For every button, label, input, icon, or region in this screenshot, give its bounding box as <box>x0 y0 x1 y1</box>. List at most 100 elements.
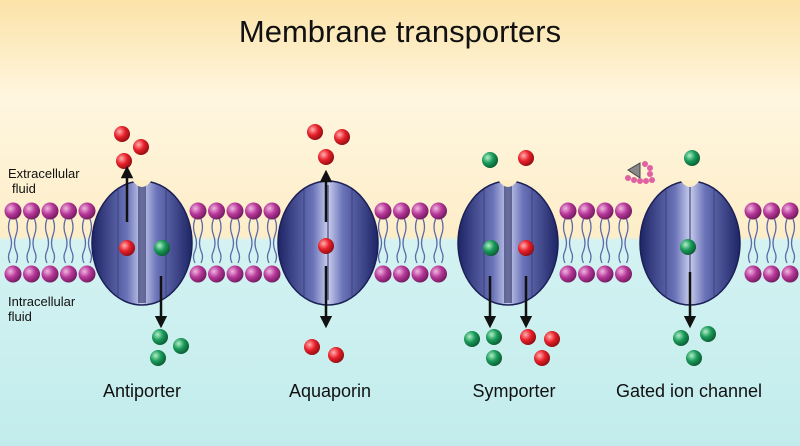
lipid-head <box>596 202 614 220</box>
lipid-tail <box>747 218 753 264</box>
symporter-protein <box>457 180 559 306</box>
green-molecule <box>680 239 696 255</box>
lipid-tail <box>32 218 37 264</box>
lipid-tail <box>562 218 568 264</box>
lipid-tail <box>772 218 777 264</box>
lipid-tail <box>198 218 204 264</box>
lipid-head <box>430 202 447 220</box>
green-molecule <box>150 350 166 366</box>
lipid-head <box>578 202 595 220</box>
signal-ligand-icon <box>625 161 655 184</box>
lipid-head <box>615 202 632 220</box>
lipid-head <box>374 202 392 220</box>
lipid-tail <box>192 218 198 264</box>
lipid-tail <box>377 218 383 264</box>
protein-channel <box>504 183 512 303</box>
green-molecule <box>483 240 499 256</box>
lipid-head <box>41 202 59 220</box>
lipid-head <box>393 265 410 283</box>
green-molecule <box>684 150 700 166</box>
protein-notch <box>680 180 700 187</box>
intracellular-label-line2: fluid <box>8 309 32 324</box>
lipid-head <box>781 202 799 220</box>
green-molecule <box>673 330 689 346</box>
lipid-tail <box>7 218 13 264</box>
green-molecule <box>686 350 702 366</box>
lipid-head <box>189 202 207 220</box>
protein-channel <box>138 183 146 303</box>
lipid-head <box>763 202 780 220</box>
red-molecule <box>304 339 320 355</box>
green-molecule <box>486 350 502 366</box>
diagram-title: Membrane transporters <box>238 14 562 49</box>
lipid-tail <box>420 218 426 264</box>
lipid-head <box>208 202 225 220</box>
red-molecule <box>544 331 560 347</box>
lipid-head <box>393 202 410 220</box>
lipid-head <box>23 265 40 283</box>
red-molecule <box>133 139 149 155</box>
lipid-head <box>245 265 262 283</box>
lipid-head <box>781 265 799 283</box>
red-molecule <box>534 350 550 366</box>
lipid-tail <box>13 218 19 264</box>
lipid-tail <box>439 218 444 264</box>
red-molecule <box>307 124 323 140</box>
red-molecule <box>119 240 135 256</box>
extracellular-label-line2: fluid <box>12 181 36 196</box>
lipid-head <box>430 265 447 283</box>
extracellular-label: Extracellular fluid <box>8 166 80 196</box>
lipid-head <box>189 265 207 283</box>
lipid-tail <box>383 218 389 264</box>
lipid-head <box>578 265 595 283</box>
lipid-tail <box>50 218 56 264</box>
lipid-head <box>744 265 762 283</box>
lipid-tail <box>87 218 93 264</box>
lipid-tail <box>229 218 235 264</box>
lipid-tail <box>618 218 623 264</box>
caption-gated-ion-channel: Gated ion channel <box>615 381 763 401</box>
lipid-bilayer <box>4 202 799 283</box>
lipid-tail <box>26 218 31 264</box>
caption-symporter: Symporter <box>472 381 556 401</box>
lipid-tail <box>248 218 253 264</box>
lipid-head <box>60 265 77 283</box>
lipid-head <box>78 202 96 220</box>
green-molecule <box>152 329 168 345</box>
lipid-head <box>4 202 22 220</box>
protein-notch <box>132 180 152 187</box>
lipid-tail <box>784 218 790 264</box>
lipid-head <box>23 202 40 220</box>
antiporter-protein <box>91 180 193 306</box>
red-molecule <box>518 150 534 166</box>
lipid-tail <box>587 218 592 264</box>
lipid-tail <box>766 218 771 264</box>
lipid-tail <box>217 218 222 264</box>
lipid-head <box>596 265 614 283</box>
lipid-head <box>559 202 577 220</box>
lipid-tail <box>581 218 586 264</box>
lipid-head <box>4 265 22 283</box>
lipid-tail <box>211 218 216 264</box>
green-molecule <box>154 240 170 256</box>
green-molecule <box>486 329 502 345</box>
lipid-head <box>263 265 281 283</box>
lipid-tail <box>44 218 50 264</box>
red-molecule <box>116 153 132 169</box>
lipid-head <box>60 202 77 220</box>
caption-aquaporin: Aquaporin <box>288 381 372 401</box>
red-molecule <box>318 149 334 165</box>
lipid-head <box>245 202 262 220</box>
red-molecule <box>328 347 344 363</box>
molecules <box>114 124 716 366</box>
red-molecule <box>318 238 334 254</box>
lipid-head <box>559 265 577 283</box>
red-molecule <box>520 329 536 345</box>
red-molecule <box>114 126 130 142</box>
lipid-tail <box>402 218 407 264</box>
lipid-head <box>226 202 244 220</box>
lipid-tail <box>396 218 401 264</box>
green-molecule <box>482 152 498 168</box>
